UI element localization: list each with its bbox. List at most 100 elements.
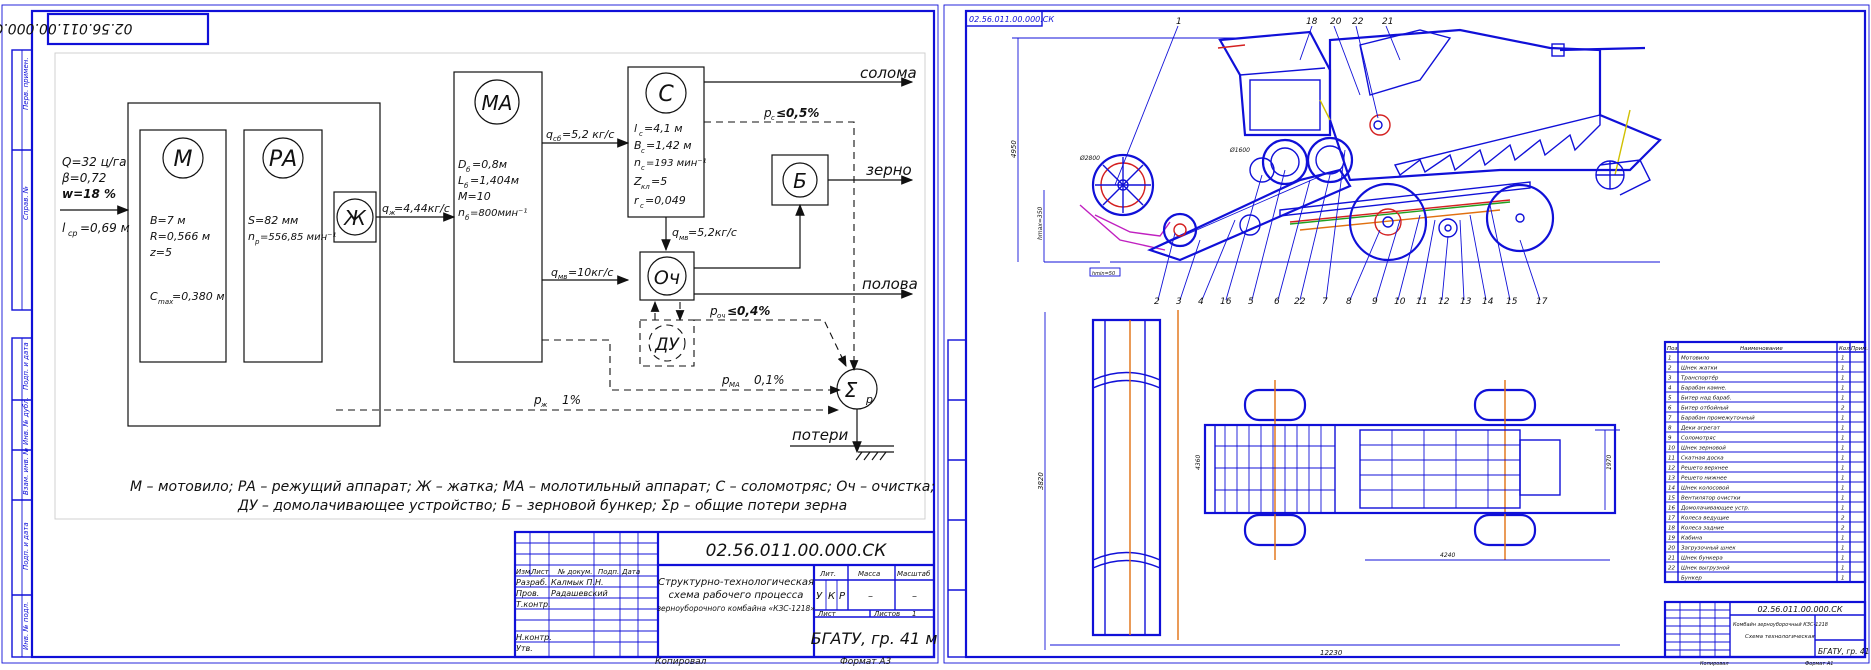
tb-lit-k: К — [828, 591, 836, 602]
c-param-z: Z — [633, 175, 642, 188]
spec-head-note: Прим. — [1851, 346, 1868, 352]
callout-9: 9 — [1372, 297, 1378, 307]
legend-line-2: ДУ – домолачивающее устройство; Б – зерн… — [237, 498, 847, 514]
spec-cell-qty: 1 — [1841, 566, 1845, 572]
right-tb-title-2: Схема технологическая — [1745, 634, 1815, 640]
callout-12: 12 — [1438, 297, 1450, 307]
block-m — [139, 129, 227, 363]
diagram-area — [54, 52, 926, 520]
tb-col-sign: Подп. — [598, 568, 619, 576]
right-drawing-frame — [964, 9, 1867, 659]
input-lcp-sub: ср — [68, 229, 77, 238]
flow-p-ma-val: 0,1% — [754, 373, 785, 387]
block-och-label: Оч — [654, 267, 680, 289]
spec-cell-pos: 14 — [1668, 486, 1675, 492]
spec-cell-pos: 19 — [1668, 536, 1675, 542]
right-tb-title-1: Комбайн зерноуборочный КЗС-1218 — [1733, 622, 1828, 628]
header-plan — [1091, 318, 1162, 637]
input-w: w=18 % — [62, 187, 116, 201]
input-lcp-val: =0,69 м — [80, 221, 130, 235]
spec-cell-qty: 1 — [1841, 416, 1845, 422]
spec-cell-name: Бункер — [1681, 576, 1702, 582]
spec-cell-name: Шнек колосовой — [1681, 486, 1729, 492]
flow-q-zh-sub: ж — [388, 209, 396, 217]
tb-mass-head: Масса — [858, 570, 880, 578]
spec-cell-name: Домолачивающее устр. — [1680, 506, 1750, 512]
spec-cell-qty: 1 — [1841, 426, 1845, 432]
input-params: Q=32 ц/га β=0,72 w=18 % l ср =0,69 м — [60, 155, 130, 238]
side-label-sign-date-2: Подп. и дата — [22, 522, 30, 570]
c-param-b: B — [634, 139, 642, 152]
left-side-strip: Перв. примен. Справ. № Подп. и дата Инв.… — [11, 49, 33, 658]
dim-12230: 12230 — [1320, 649, 1343, 657]
combine-side-view: 4950 hmax=350 hmin=50 — [1010, 17, 1662, 307]
pa-param-n-sub: p — [254, 238, 260, 246]
block-pa-label: РА — [269, 147, 297, 172]
block-du — [639, 319, 695, 367]
spec-cell-name: Шнек зерновой — [1681, 446, 1726, 452]
left-code-stamp-text: 02.56.011.00.000.СК — [0, 20, 132, 36]
callout-14: 14 — [1482, 297, 1494, 307]
right-title-block: 02.56.011.00.000.СК Комбайн зерноуборочн… — [1663, 600, 1871, 659]
spec-cell-name: Барабан камне. — [1681, 386, 1727, 392]
spec-cell-qty: 1 — [1841, 396, 1845, 402]
block-zh-label: Ж — [342, 206, 367, 230]
spec-cell-qty: 1 — [1841, 366, 1845, 372]
reel — [1091, 153, 1155, 217]
flow-q-mv-val: =10кг/с — [568, 266, 613, 279]
c-param-n-val: =193 мин⁻¹ — [646, 158, 707, 169]
spec-cell-qty: 2 — [1841, 406, 1845, 412]
dim-4950: 4950 — [1010, 140, 1018, 158]
right-code-stamp — [965, 10, 1043, 27]
spec-cell-pos: 1 — [1668, 356, 1672, 362]
tb-mass-val: – — [868, 591, 873, 602]
tb-title-3: зерноуборочного комбайна «КЗС-1218» — [657, 604, 815, 613]
side-label-orig-inv: Инв. № подл. — [22, 602, 30, 650]
spec-cell-pos: 16 — [1668, 506, 1675, 512]
flow-q-zh: q — [382, 202, 389, 215]
ma-param-n-val: =800мин⁻¹ — [470, 208, 527, 219]
spec-cell-pos: 17 — [1668, 516, 1675, 522]
tb-role-tkontr: Т.контр. — [516, 600, 551, 609]
flow-q-mv2-sub: мв — [679, 234, 688, 242]
dim-1970: 1970 — [1606, 455, 1613, 470]
m-cmax-val: =0,380 м — [172, 290, 225, 303]
spec-cell-name: Соломотряс — [1681, 436, 1716, 442]
spec-cell-name: Скатная доска — [1681, 456, 1724, 462]
tb-role-nkontr: Н.контр. — [516, 633, 552, 642]
left-sheet: Перв. примен. Справ. № Подп. и дата Инв.… — [0, 4, 939, 667]
spec-cell-qty: 1 — [1841, 576, 1845, 582]
callout-16: 16 — [1220, 297, 1232, 307]
spec-cell-pos: 13 — [1668, 476, 1675, 482]
spec-cell-qty: 1 — [1841, 476, 1845, 482]
flow-q-mv2-val: =5,2кг/с — [688, 226, 737, 239]
c-param-z-sub: кл — [641, 183, 650, 191]
callout-7: 7 — [1322, 297, 1328, 307]
tb-code: 02.56.011.00.000.СК — [706, 541, 888, 561]
spec-cell-pos: 8 — [1668, 426, 1672, 432]
block-du-label: ДУ — [654, 335, 680, 355]
tb-col-list: Лист — [530, 568, 550, 576]
flow-p-ma-sub: МА — [729, 381, 740, 389]
side-label-ref-no: Справ. № — [22, 186, 30, 220]
side-label-sign-date-1: Подп. и дата — [22, 342, 30, 390]
spec-cell-pos: 11 — [1668, 456, 1675, 462]
spec-cell-qty: 1 — [1841, 546, 1845, 552]
input-beta: β=0,72 — [61, 171, 106, 185]
m-cmax-sub: max — [158, 298, 174, 306]
spec-cell-pos: 12 — [1668, 466, 1675, 472]
ma-param-l: L — [458, 174, 464, 187]
left-copied: Копировал — [655, 657, 707, 667]
dim-4360: 4360 — [1195, 455, 1202, 470]
spec-cell-qty: 1 — [1841, 496, 1845, 502]
input-q: Q=32 ц/га — [62, 155, 126, 169]
spec-head-pos: Поз. — [1667, 346, 1679, 352]
spec-cell-name: Шнек выгрузной — [1681, 566, 1730, 572]
legend-line-1: М – мотовило; РА – режущий аппарат; Ж – … — [130, 479, 935, 495]
flow-p-ma: p — [721, 373, 730, 387]
right-sheet-border — [943, 4, 1870, 664]
tb-name-1: Калмык П.Н. — [551, 578, 604, 587]
dim-3820: 3820 — [1037, 472, 1045, 490]
